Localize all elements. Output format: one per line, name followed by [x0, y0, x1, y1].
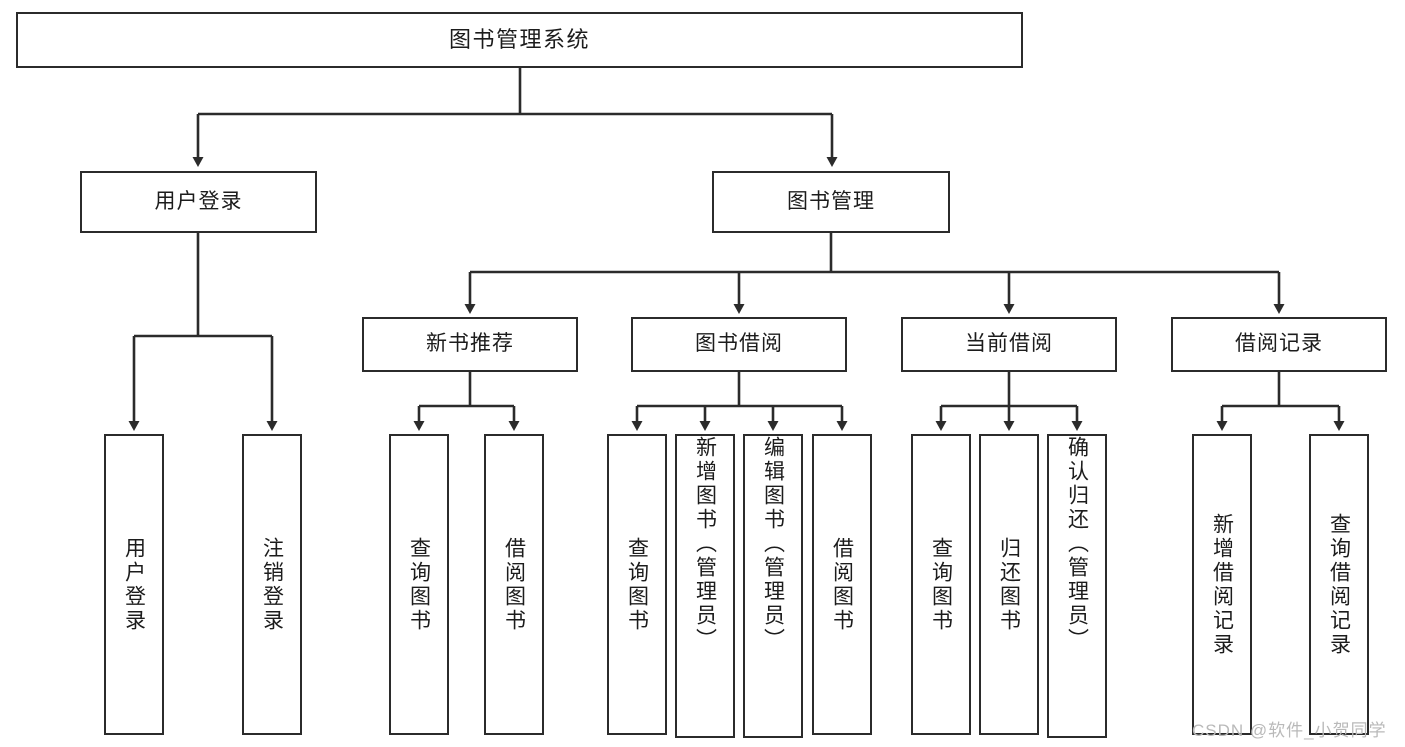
node-label: 借阅图书: [502, 536, 526, 633]
node-label: 图书管理系统: [448, 27, 590, 53]
node-new-book-recommend[interactable]: 新书推荐: [362, 317, 578, 372]
node-label: 查询图书: [929, 536, 953, 633]
node-label: 用户登录: [154, 189, 243, 213]
leaf-book-borrow-borrow-book[interactable]: 借阅图书: [812, 434, 872, 735]
node-label: 借阅图书: [830, 536, 854, 633]
leaf-book-borrow-add-book-admin[interactable]: 新增图书（管理员）: [675, 434, 735, 738]
leaf-borrow-record-add-record[interactable]: 新增借阅记录: [1192, 434, 1252, 735]
leaf-borrow-record-query-record[interactable]: 查询借阅记录: [1309, 434, 1369, 735]
leaf-current-borrow-query-book[interactable]: 查询图书: [911, 434, 971, 735]
node-label: 用户登录: [122, 536, 146, 633]
node-label: 当前借阅: [965, 332, 1053, 356]
leaf-user-login-logout[interactable]: 注销登录: [242, 434, 302, 735]
node-label: 查询图书: [407, 536, 431, 633]
node-label: 确认归还（管理员）: [1065, 436, 1089, 652]
leaf-current-borrow-return-book[interactable]: 归还图书: [979, 434, 1039, 735]
node-label: 图书管理: [787, 189, 875, 213]
node-label: 新书推荐: [426, 332, 514, 356]
node-label: 借阅记录: [1235, 332, 1323, 356]
leaf-new-book-borrow-book[interactable]: 借阅图书: [484, 434, 544, 735]
node-label: 编辑图书（管理员）: [761, 436, 785, 652]
node-current-borrow[interactable]: 当前借阅: [901, 317, 1117, 372]
leaf-new-book-query-book[interactable]: 查询图书: [389, 434, 449, 735]
leaf-current-borrow-confirm-return-admin[interactable]: 确认归还（管理员）: [1047, 434, 1107, 738]
node-label: 注销登录: [260, 536, 284, 633]
node-label: 查询借阅记录: [1327, 512, 1351, 657]
node-book-borrow[interactable]: 图书借阅: [631, 317, 847, 372]
node-label: 新增图书（管理员）: [693, 436, 717, 652]
node-label: 新增借阅记录: [1210, 512, 1234, 657]
node-label: 归还图书: [997, 536, 1021, 633]
node-label: 查询图书: [625, 536, 649, 633]
leaf-book-borrow-edit-book-admin[interactable]: 编辑图书（管理员）: [743, 434, 803, 738]
node-book-management[interactable]: 图书管理: [712, 171, 950, 233]
node-label: 图书借阅: [695, 332, 783, 356]
leaf-user-login-login[interactable]: 用户登录: [104, 434, 164, 735]
leaf-book-borrow-query-book[interactable]: 查询图书: [607, 434, 667, 735]
watermark-text: CSDN @软件_小贺同学: [1192, 721, 1387, 740]
node-user-login[interactable]: 用户登录: [80, 171, 317, 233]
node-borrow-record[interactable]: 借阅记录: [1171, 317, 1387, 372]
node-root-book-management-system[interactable]: 图书管理系统: [16, 12, 1023, 68]
